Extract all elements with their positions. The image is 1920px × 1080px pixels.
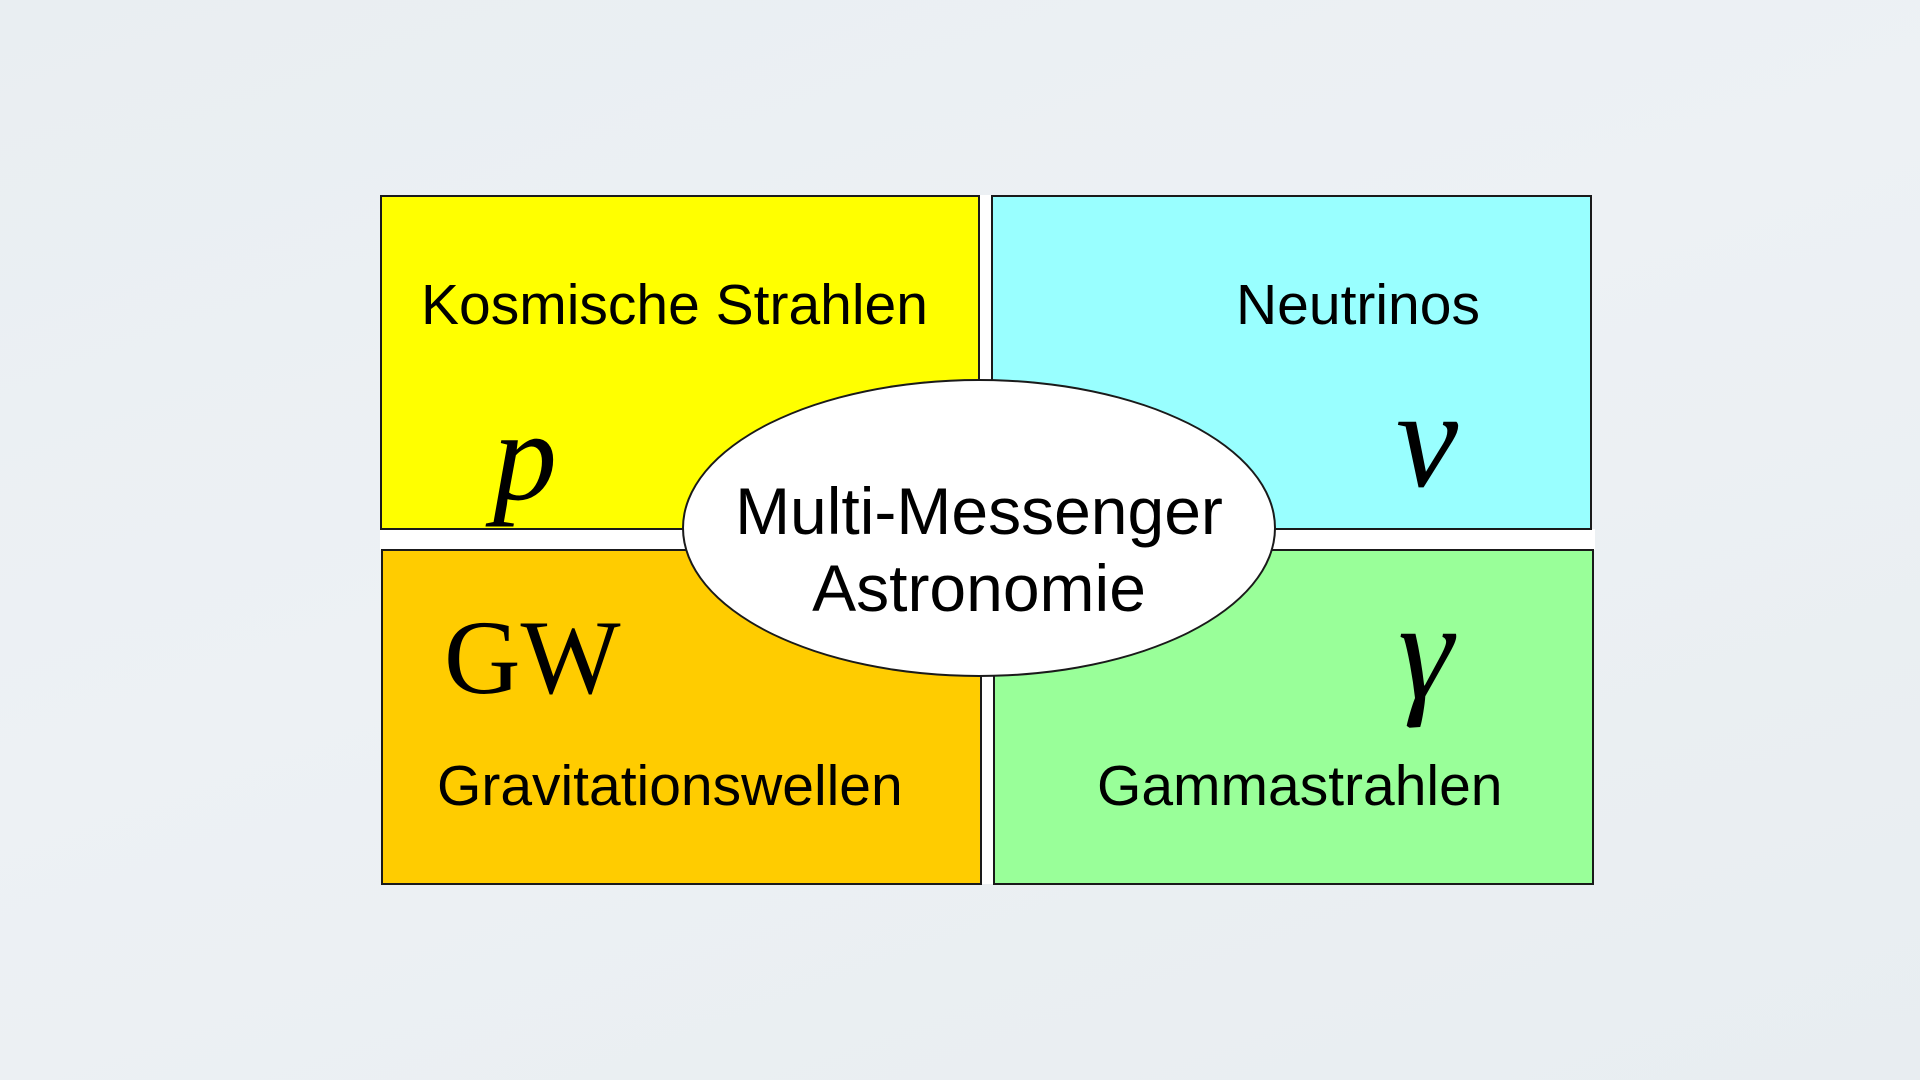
gamma-rays-label: Gammastrahlen <box>1097 754 1503 818</box>
gamma-symbol: γ <box>1398 574 1454 729</box>
center-title-line1: Multi-Messenger <box>735 474 1223 548</box>
cosmic-rays-label: Kosmische Strahlen <box>421 273 928 337</box>
center-title: Multi-Messenger Astronomie <box>682 473 1276 627</box>
center-title-line2: Astronomie <box>812 551 1146 625</box>
gravitational-waves-label: Gravitationswellen <box>437 754 903 818</box>
gravitational-wave-symbol: GW <box>444 599 621 716</box>
center-ellipse <box>682 379 1276 677</box>
neutrinos-label: Neutrinos <box>1236 273 1480 337</box>
neutrino-symbol: ν <box>1396 362 1459 517</box>
proton-symbol: p <box>493 385 557 527</box>
